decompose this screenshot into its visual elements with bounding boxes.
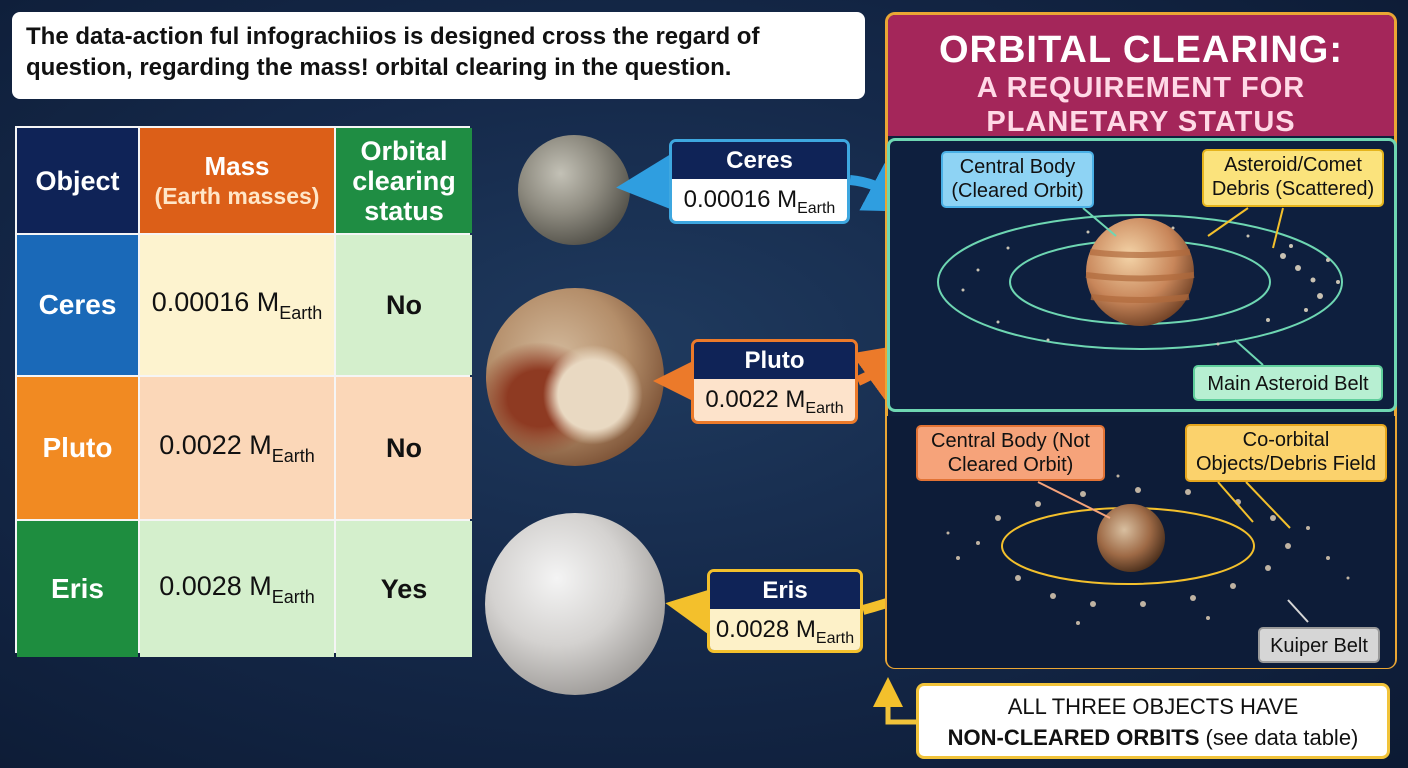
eris-label-name: Eris [710,572,860,609]
jupiter-bands [1085,249,1195,303]
conclusion-arrow [873,677,916,725]
pointer-coorbital-1 [1217,481,1254,523]
row-eris-status: Yes [336,521,472,657]
pluto-globe-image [486,288,664,466]
ceres-globe-image [518,135,630,245]
pointer-notcleared [1037,481,1111,519]
kuiper-debris-field [946,474,1350,625]
eris-arrow-left [665,583,730,643]
eris-globe-image [485,513,665,695]
row-pluto-mass-value: 0.0022 M [159,429,272,460]
pluto-label-mass: 0.0022 MEarth [694,379,855,421]
pluto-label-name: Pluto [694,342,855,379]
ceres-label-box: Ceres 0.00016 MEarth [669,139,850,224]
row-pluto-mass: 0.0022 MEarth [140,377,334,519]
row-pluto-name: Pluto [17,377,138,519]
jupiter-body [1086,218,1194,326]
row-eris-mass: 0.0028 MEarth [140,521,334,657]
intro-text: The data-action ful infograchiios is des… [26,23,760,81]
tag-central-cleared: Central Body (Cleared Orbit) [941,151,1094,208]
eris-label-mass-value: 0.0028 M [715,616,816,643]
eris-label-mass-sub: Earth [815,630,855,647]
pointer-central [1082,207,1117,237]
conclusion-box: ALL THREE OBJECTS HAVE NON-CLEARED ORBIT… [916,683,1390,759]
conclusion-line-2: NON-CLEARED ORBITS (see data table) [919,722,1387,753]
pluto-label-box: Pluto 0.0022 MEarth [691,339,858,424]
row-ceres-mass-value: 0.00016 M [151,286,280,317]
row-pluto-status: No [336,377,472,519]
row-ceres-status: No [336,235,472,375]
tag-coorbital-objects: Co-orbital Objects/Debris Field [1185,424,1387,482]
mass-orbit-table: Object Mass (Earth masses) Orbital clear… [15,126,472,657]
non-cleared-orbit-scene [946,474,1350,625]
eris-label-box: Eris 0.0028 MEarth [707,569,863,653]
conclusion-line-1: ALL THREE OBJECTS HAVE [1007,694,1299,719]
ceres-label-mass-value: 0.00016 M [683,186,798,213]
pluto-label-mass-sub: Earth [805,400,844,417]
pluto-label-mass-value: 0.0022 M [705,386,806,413]
pointer-debris-2 [1272,207,1284,249]
outer-orbit-ring [937,214,1343,350]
pointer-kuiper [1287,599,1309,623]
row-eris-mass-sub: Earth [271,586,315,607]
ceres-label-name: Ceres [672,142,847,179]
row-eris-name: Eris [17,521,138,657]
row-eris-mass-value: 0.0028 M [159,570,272,601]
panel-subtitle: A REQUIREMENT FOR PLANETARY STATUS [976,72,1306,138]
tag-main-asteroid-belt: Main Asteroid Belt [1193,365,1383,401]
intro-text-box: The data-action ful infograchiios is des… [12,12,865,99]
panel-title: ORBITAL CLEARING: [938,29,1343,71]
ceres-arrow-left [616,152,679,213]
conclusion-bold: NON-CLEARED ORBITS [947,725,1200,750]
header-orbital-status: Orbital clearing status [336,128,472,233]
tag-kuiper-belt: Kuiper Belt [1258,627,1380,663]
tag-asteroid-debris: Asteroid/Comet Debris (Scattered) [1202,149,1384,207]
tag-central-not-cleared: Central Body (Not Cleared Orbit) [916,425,1105,481]
cleared-orbit-scene [937,207,1343,366]
row-ceres-mass: 0.00016 MEarth [140,235,334,375]
header-object: Object [17,128,138,233]
row-pluto-mass-sub: Earth [271,445,315,466]
header-mass-label: Mass [204,150,270,181]
pointer-belt [1234,339,1264,366]
row-ceres-name: Ceres [17,235,138,375]
pointer-coorbital-2 [1245,481,1291,529]
ceres-label-mass: 0.00016 MEarth [672,179,847,221]
ceres-label-mass-sub: Earth [797,200,836,217]
pluto-central-body [1097,504,1165,572]
header-mass-unit: (Earth masses) [154,182,320,209]
row-ceres-mass-sub: Earth [279,302,323,323]
panel-title-banner: ORBITAL CLEARING: A REQUIREMENT FOR PLAN… [888,15,1394,138]
debris-field-top [961,226,1340,346]
eris-label-mass: 0.0028 MEarth [710,609,860,650]
conclusion-rest: (see data table) [1199,725,1359,750]
header-mass: Mass (Earth masses) [140,128,334,233]
pointer-debris-1 [1207,207,1249,237]
